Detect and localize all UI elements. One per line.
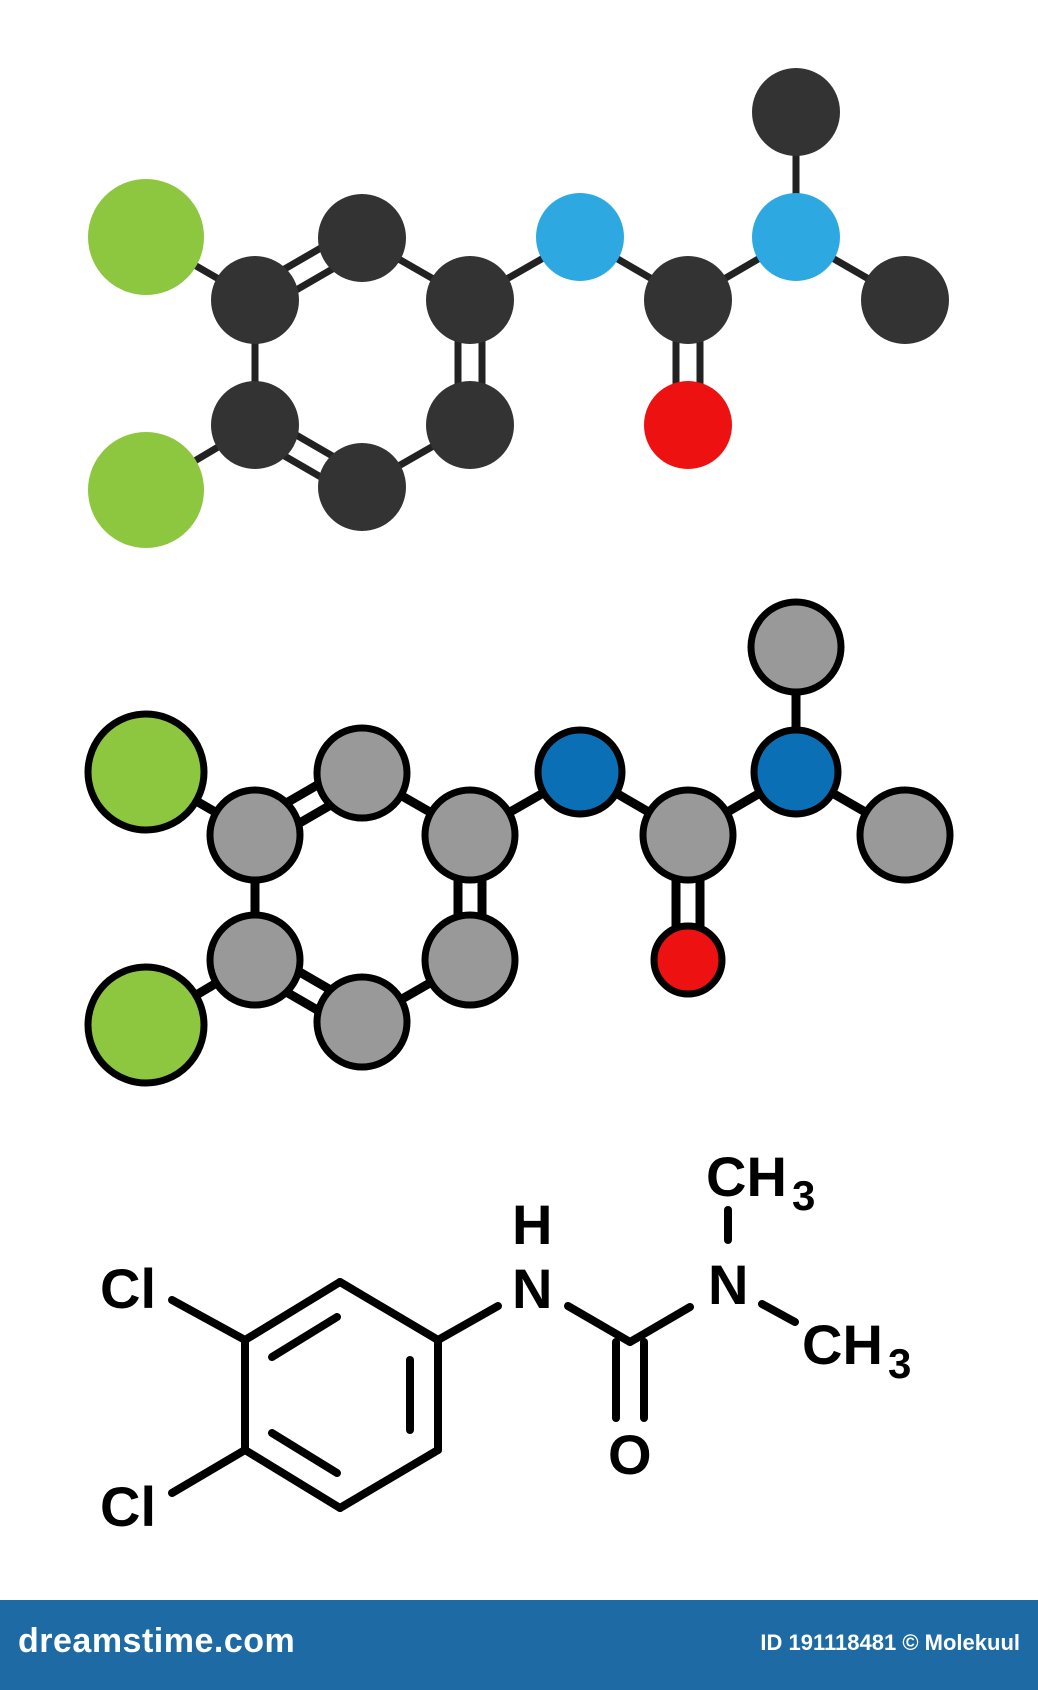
atom-c5-c — [318, 443, 406, 531]
atom-me1-c — [747, 598, 845, 696]
skeletal-bonds — [168, 1206, 799, 1512]
atom-c6-c — [211, 381, 299, 469]
skeletal-formula: Cl Cl H N N CH 3 CH 3 O — [100, 1145, 911, 1538]
atom-c7-c — [644, 256, 732, 344]
bond-c6-cl2 — [168, 1446, 249, 1497]
atom-n1-n — [536, 193, 624, 281]
label-nh-h: H — [512, 1193, 552, 1256]
atom-cl1-cl — [88, 179, 204, 295]
atom-c2-c — [318, 194, 406, 282]
bond-c7-n2 — [626, 1303, 694, 1346]
atom-n1-n — [534, 726, 626, 818]
atom-me2-c — [861, 256, 949, 344]
atom-cl2-cl — [84, 963, 208, 1087]
atom-c1-c — [211, 256, 299, 344]
image-id-credit: ID 191118481 © Molekuul — [760, 1630, 1020, 1655]
atom-cl1-cl — [84, 710, 208, 834]
bond-c3-n1 — [434, 1302, 502, 1344]
bond-c1-c2 — [241, 1278, 344, 1344]
bond-n2-me2 — [758, 1300, 799, 1326]
brand-logo-text[interactable]: dreamstime.com — [18, 1622, 296, 1660]
atom-c7-c — [639, 786, 737, 884]
label-cl-bottom: Cl — [100, 1475, 156, 1538]
bond-c1-c2-inner — [268, 1313, 341, 1361]
bond-n1-c7 — [564, 1302, 634, 1346]
label-ch3-right-subscript: 3 — [888, 1340, 911, 1387]
bond-c2-c3 — [336, 1278, 442, 1344]
label-ch3-top: CH — [706, 1145, 787, 1208]
ball-and-stick-model — [84, 598, 954, 1087]
bond-c5-c6 — [241, 1446, 344, 1512]
bond-c5-c6-inner — [268, 1429, 341, 1477]
atom-n2-n — [750, 726, 842, 818]
atom-cl2-cl — [88, 432, 204, 548]
atom-c6-c — [206, 911, 304, 1009]
bond-cl1-c1 — [168, 1296, 249, 1344]
label-ch3-top-subscript: 3 — [792, 1172, 815, 1219]
label-ch3-right: CH — [802, 1313, 883, 1376]
atom-me1-c — [752, 68, 840, 156]
atom-c5-c — [313, 973, 411, 1071]
label-nh-n: N — [512, 1257, 552, 1320]
atom-c4-c — [426, 381, 514, 469]
label-oxygen: O — [608, 1423, 652, 1486]
atom-o1-o — [644, 381, 732, 469]
atom-c2-c — [313, 724, 411, 822]
label-n-dimethyl: N — [708, 1253, 748, 1316]
bond-c4-c5 — [336, 1446, 442, 1512]
atom-c3-c — [421, 786, 519, 884]
atom-o1-o — [650, 922, 726, 998]
atom-c3-c — [426, 256, 514, 344]
atom-c4-c — [421, 911, 519, 1009]
atom-c1-c — [206, 786, 304, 884]
footer-bar: dreamstime.com ID 191118481 © Molekuul — [0, 1600, 1038, 1690]
atom-n2-n — [752, 193, 840, 281]
label-cl-top: Cl — [100, 1257, 156, 1320]
space-filling-model — [88, 68, 949, 548]
atom-me2-c — [856, 786, 954, 884]
